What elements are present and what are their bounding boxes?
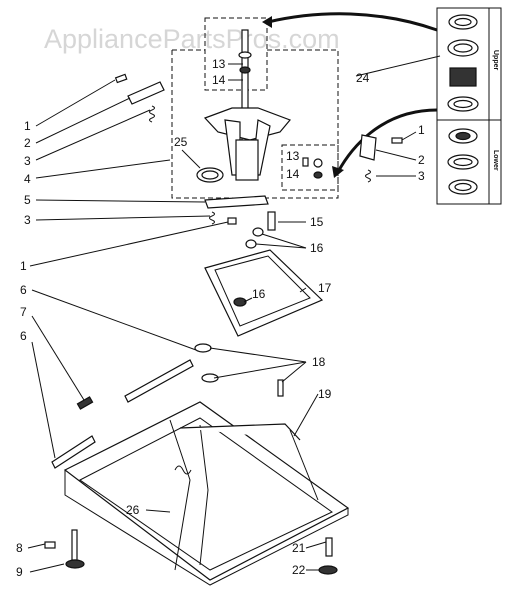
support-plate (204, 249, 324, 337)
upper-detail-box (204, 17, 268, 91)
callout-1: 1 (418, 123, 425, 137)
right-small-parts (359, 134, 403, 183)
bearing-inset-panel: Upper Lower (436, 7, 502, 205)
callout-3: 3 (24, 213, 31, 227)
callout-1: 1 (20, 259, 27, 273)
left-small-parts (114, 73, 237, 225)
callout-4: 4 (24, 172, 31, 186)
callout-2: 2 (418, 153, 425, 167)
leader-lines (27, 55, 441, 573)
callout-3: 3 (418, 169, 425, 183)
base-frame (63, 401, 350, 586)
callout-22: 22 (292, 563, 306, 577)
callout-9: 9 (16, 565, 23, 579)
callout-15: 15 (310, 215, 324, 229)
callout-5: 5 (24, 193, 31, 207)
callout-3: 3 (24, 154, 31, 168)
callout-19: 19 (318, 387, 332, 401)
lower-label: Lower (492, 150, 499, 171)
callout-21: 21 (292, 541, 306, 555)
upper-label: Upper (492, 50, 499, 71)
mechanism-box (171, 49, 339, 199)
callout-14: 14 (212, 73, 226, 87)
leveling-feet (44, 529, 338, 575)
callout-6: 6 (20, 329, 27, 343)
mechanism-assembly (196, 29, 323, 249)
lower-detail-box (281, 144, 339, 191)
callout-16: 16 (310, 241, 324, 255)
side-brackets (51, 343, 284, 469)
callout-24: 24 (356, 71, 370, 85)
callout-13: 13 (286, 149, 300, 163)
callout-2: 2 (24, 136, 31, 150)
callout-26: 26 (126, 503, 140, 517)
callout-7: 7 (20, 305, 27, 319)
callout-17: 17 (318, 281, 332, 295)
callout-8: 8 (16, 541, 23, 555)
callout-16: 16 (252, 287, 266, 301)
callout-25: 25 (174, 135, 188, 149)
callout-numbers: 1 2 3 4 25 5 3 1 6 7 6 8 9 13 14 13 14 2… (16, 57, 425, 579)
lower-bearing-set (447, 128, 479, 195)
upper-bearing-set (447, 14, 479, 112)
arrow-to-lower (336, 108, 438, 173)
callout-18: 18 (312, 355, 326, 369)
callout-6: 6 (20, 283, 27, 297)
callout-1: 1 (24, 119, 31, 133)
callout-14: 14 (286, 167, 300, 181)
callout-13: 13 (212, 57, 226, 71)
watermark: AppliancePartsPros.com (44, 24, 340, 54)
arrow-to-upper (267, 12, 438, 32)
